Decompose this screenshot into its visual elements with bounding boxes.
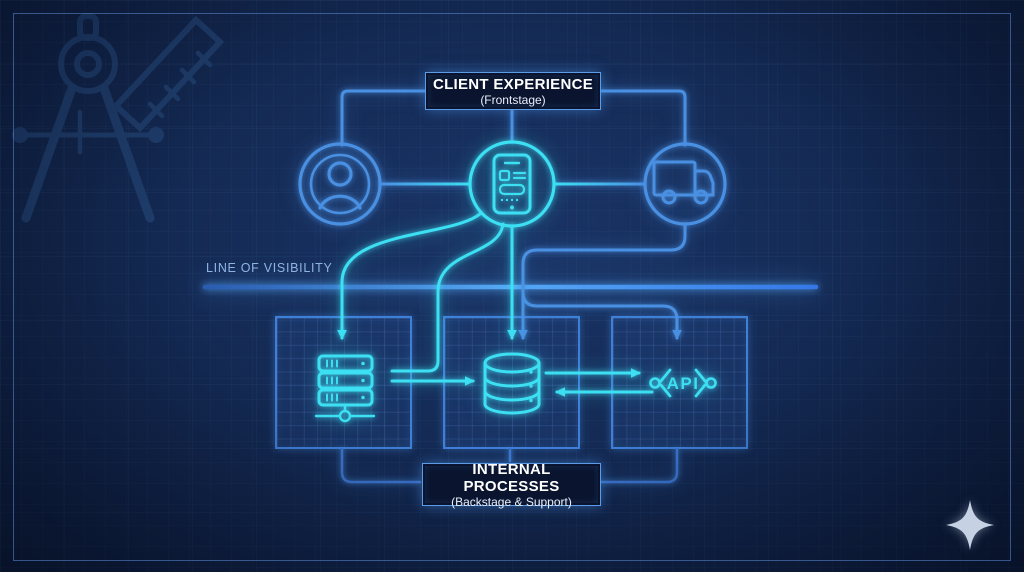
line-of-visibility-label: LINE OF VISIBILITY [206,261,333,275]
blueprint-frame-border [13,13,1011,561]
frontstage-subtitle: (Frontstage) [480,92,546,107]
sparkle-icon [946,500,994,550]
frontstage-box: CLIENT EXPERIENCE (Frontstage) [425,72,601,110]
frontstage-title: CLIENT EXPERIENCE [432,75,594,93]
backstage-subtitle: (Backstage & Support) [451,494,572,509]
backstage-title: INTERNAL PROCESSES [463,460,560,495]
backstage-box: INTERNAL PROCESSES (Backstage & Support) [422,460,601,509]
